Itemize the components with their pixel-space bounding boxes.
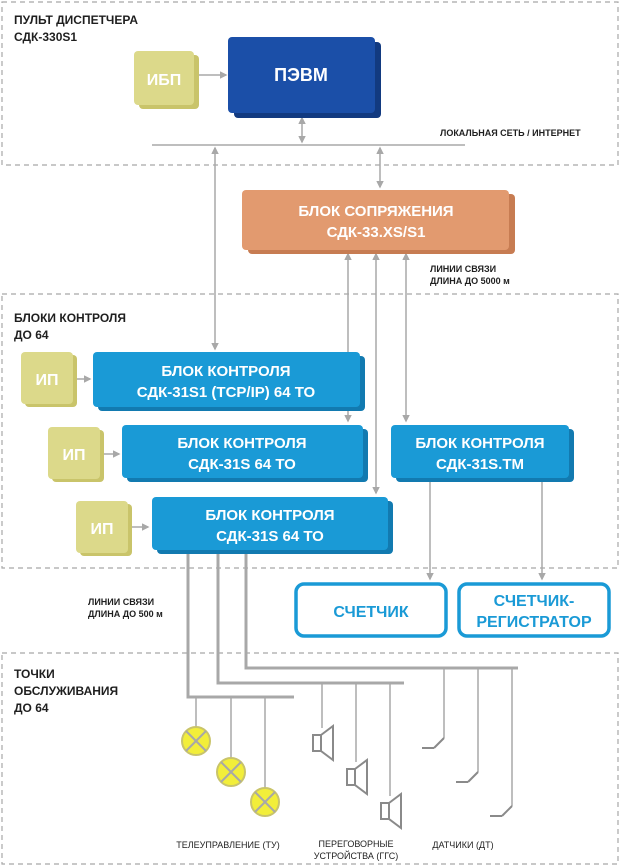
svg-text:ИП: ИП: [91, 521, 114, 538]
svg-text:СЧЕТЧИК: СЧЕТЧИК: [333, 604, 409, 621]
comm-lines-500-length: ДЛИНА ДО 500 м: [88, 609, 163, 619]
svg-text:ИБП: ИБП: [147, 72, 182, 89]
service-section-frame: [1, 652, 619, 865]
svg-text:РЕГИСТРАТОР: РЕГИСТРАТОР: [476, 614, 592, 631]
svg-text:СЧЕТЧИК-: СЧЕТЧИК-: [494, 593, 575, 610]
control-section-frame: [1, 293, 619, 569]
network-label: ЛОКАЛЬНАЯ СЕТЬ / ИНТЕРНЕТ: [440, 128, 581, 138]
intercom-caption-line1: ПЕРЕГОВОРНЫЕ: [318, 839, 393, 849]
dispatcher-model: СДК-330S1: [14, 30, 77, 44]
svg-text:СДК-33.XS/S1: СДК-33.XS/S1: [327, 224, 426, 241]
control-block-2: БЛОК КОНТРОЛЯ СДК-31S 64 ТО: [122, 425, 368, 482]
control-block-1: БЛОК КОНТРОЛЯ СДК-31S1 (TCP/IP) 64 ТО: [93, 352, 365, 411]
control-block-3: БЛОК КОНТРОЛЯ СДК-31S 64 ТО: [152, 497, 393, 554]
control-block-tm: БЛОК КОНТРОЛЯ СДК-31S.TM: [391, 425, 574, 482]
svg-text:ИП: ИП: [63, 447, 86, 464]
service-points-count: ДО 64: [14, 701, 49, 715]
svg-text:БЛОК СОПРЯЖЕНИЯ: БЛОК СОПРЯЖЕНИЯ: [298, 203, 453, 220]
svg-text:СДК-31S.TM: СДК-31S.TM: [436, 456, 524, 473]
intercom-caption-line2: УСТРОЙСТВА (ГГС): [314, 850, 398, 861]
service-points-subtitle: ОБСЛУЖИВАНИЯ: [14, 684, 118, 698]
svg-text:ПЭВМ: ПЭВМ: [274, 65, 328, 85]
counter-registrator-box: СЧЕТЧИК- РЕГИСТРАТОР: [457, 582, 611, 638]
sensor-switch-icon: [490, 805, 513, 817]
svg-text:БЛОК КОНТРОЛЯ: БЛОК КОНТРОЛЯ: [415, 435, 544, 452]
svg-text:БЛОК КОНТРОЛЯ: БЛОК КОНТРОЛЯ: [177, 435, 306, 452]
speaker-icon: [312, 724, 334, 762]
comm-lines-500-label: ЛИНИИ СВЯЗИ: [88, 597, 154, 607]
svg-text:ИП: ИП: [36, 372, 59, 389]
comm-lines-5000-label: ЛИНИИ СВЯЗИ: [430, 264, 496, 274]
svg-text:СДК-31S 64 ТО: СДК-31S 64 ТО: [216, 528, 324, 545]
power-supply-box-3: ИП: [76, 501, 132, 556]
telecontrol-caption: ТЕЛЕУПРАВЛЕНИЕ (ТУ): [176, 840, 280, 850]
dispatcher-title: ПУЛЬТ ДИСПЕТЧЕРА: [14, 13, 138, 27]
pc-box: ПЭВМ: [228, 37, 381, 118]
lamp-icon: [250, 787, 280, 817]
speaker-icon: [346, 758, 368, 796]
sensors-caption: ДАТЧИКИ (ДТ): [432, 840, 493, 850]
ups-box: ИБП: [134, 51, 199, 109]
comm-lines-5000-length: ДЛИНА ДО 5000 м: [430, 276, 510, 286]
field-bus-lines: [186, 553, 518, 699]
lamp-icon: [181, 726, 211, 756]
power-supply-box-1: ИП: [21, 352, 77, 407]
control-blocks-count: ДО 64: [14, 328, 49, 342]
device-drop-lines: [195, 668, 513, 806]
lamp-icon: [216, 757, 246, 787]
svg-text:БЛОК КОНТРОЛЯ: БЛОК КОНТРОЛЯ: [205, 507, 334, 524]
svg-text:СДК-31S1 (TCP/IP) 64 ТО: СДК-31S1 (TCP/IP) 64 ТО: [137, 384, 316, 401]
power-supply-box-2: ИП: [48, 427, 104, 482]
sensor-switch-icon: [422, 737, 445, 749]
speaker-icon: [380, 792, 402, 830]
dispatcher-section-frame: [1, 1, 619, 166]
interface-block-box: БЛОК СОПРЯЖЕНИЯ СДК-33.XS/S1: [242, 190, 515, 254]
sensor-switch-icon: [456, 771, 479, 783]
counter-box: СЧЕТЧИК: [294, 582, 448, 638]
svg-text:СДК-31S 64 ТО: СДК-31S 64 ТО: [188, 456, 296, 473]
control-blocks-title: БЛОКИ КОНТРОЛЯ: [14, 311, 126, 325]
svg-text:БЛОК КОНТРОЛЯ: БЛОК КОНТРОЛЯ: [161, 363, 290, 380]
service-points-title: ТОЧКИ: [14, 667, 55, 681]
